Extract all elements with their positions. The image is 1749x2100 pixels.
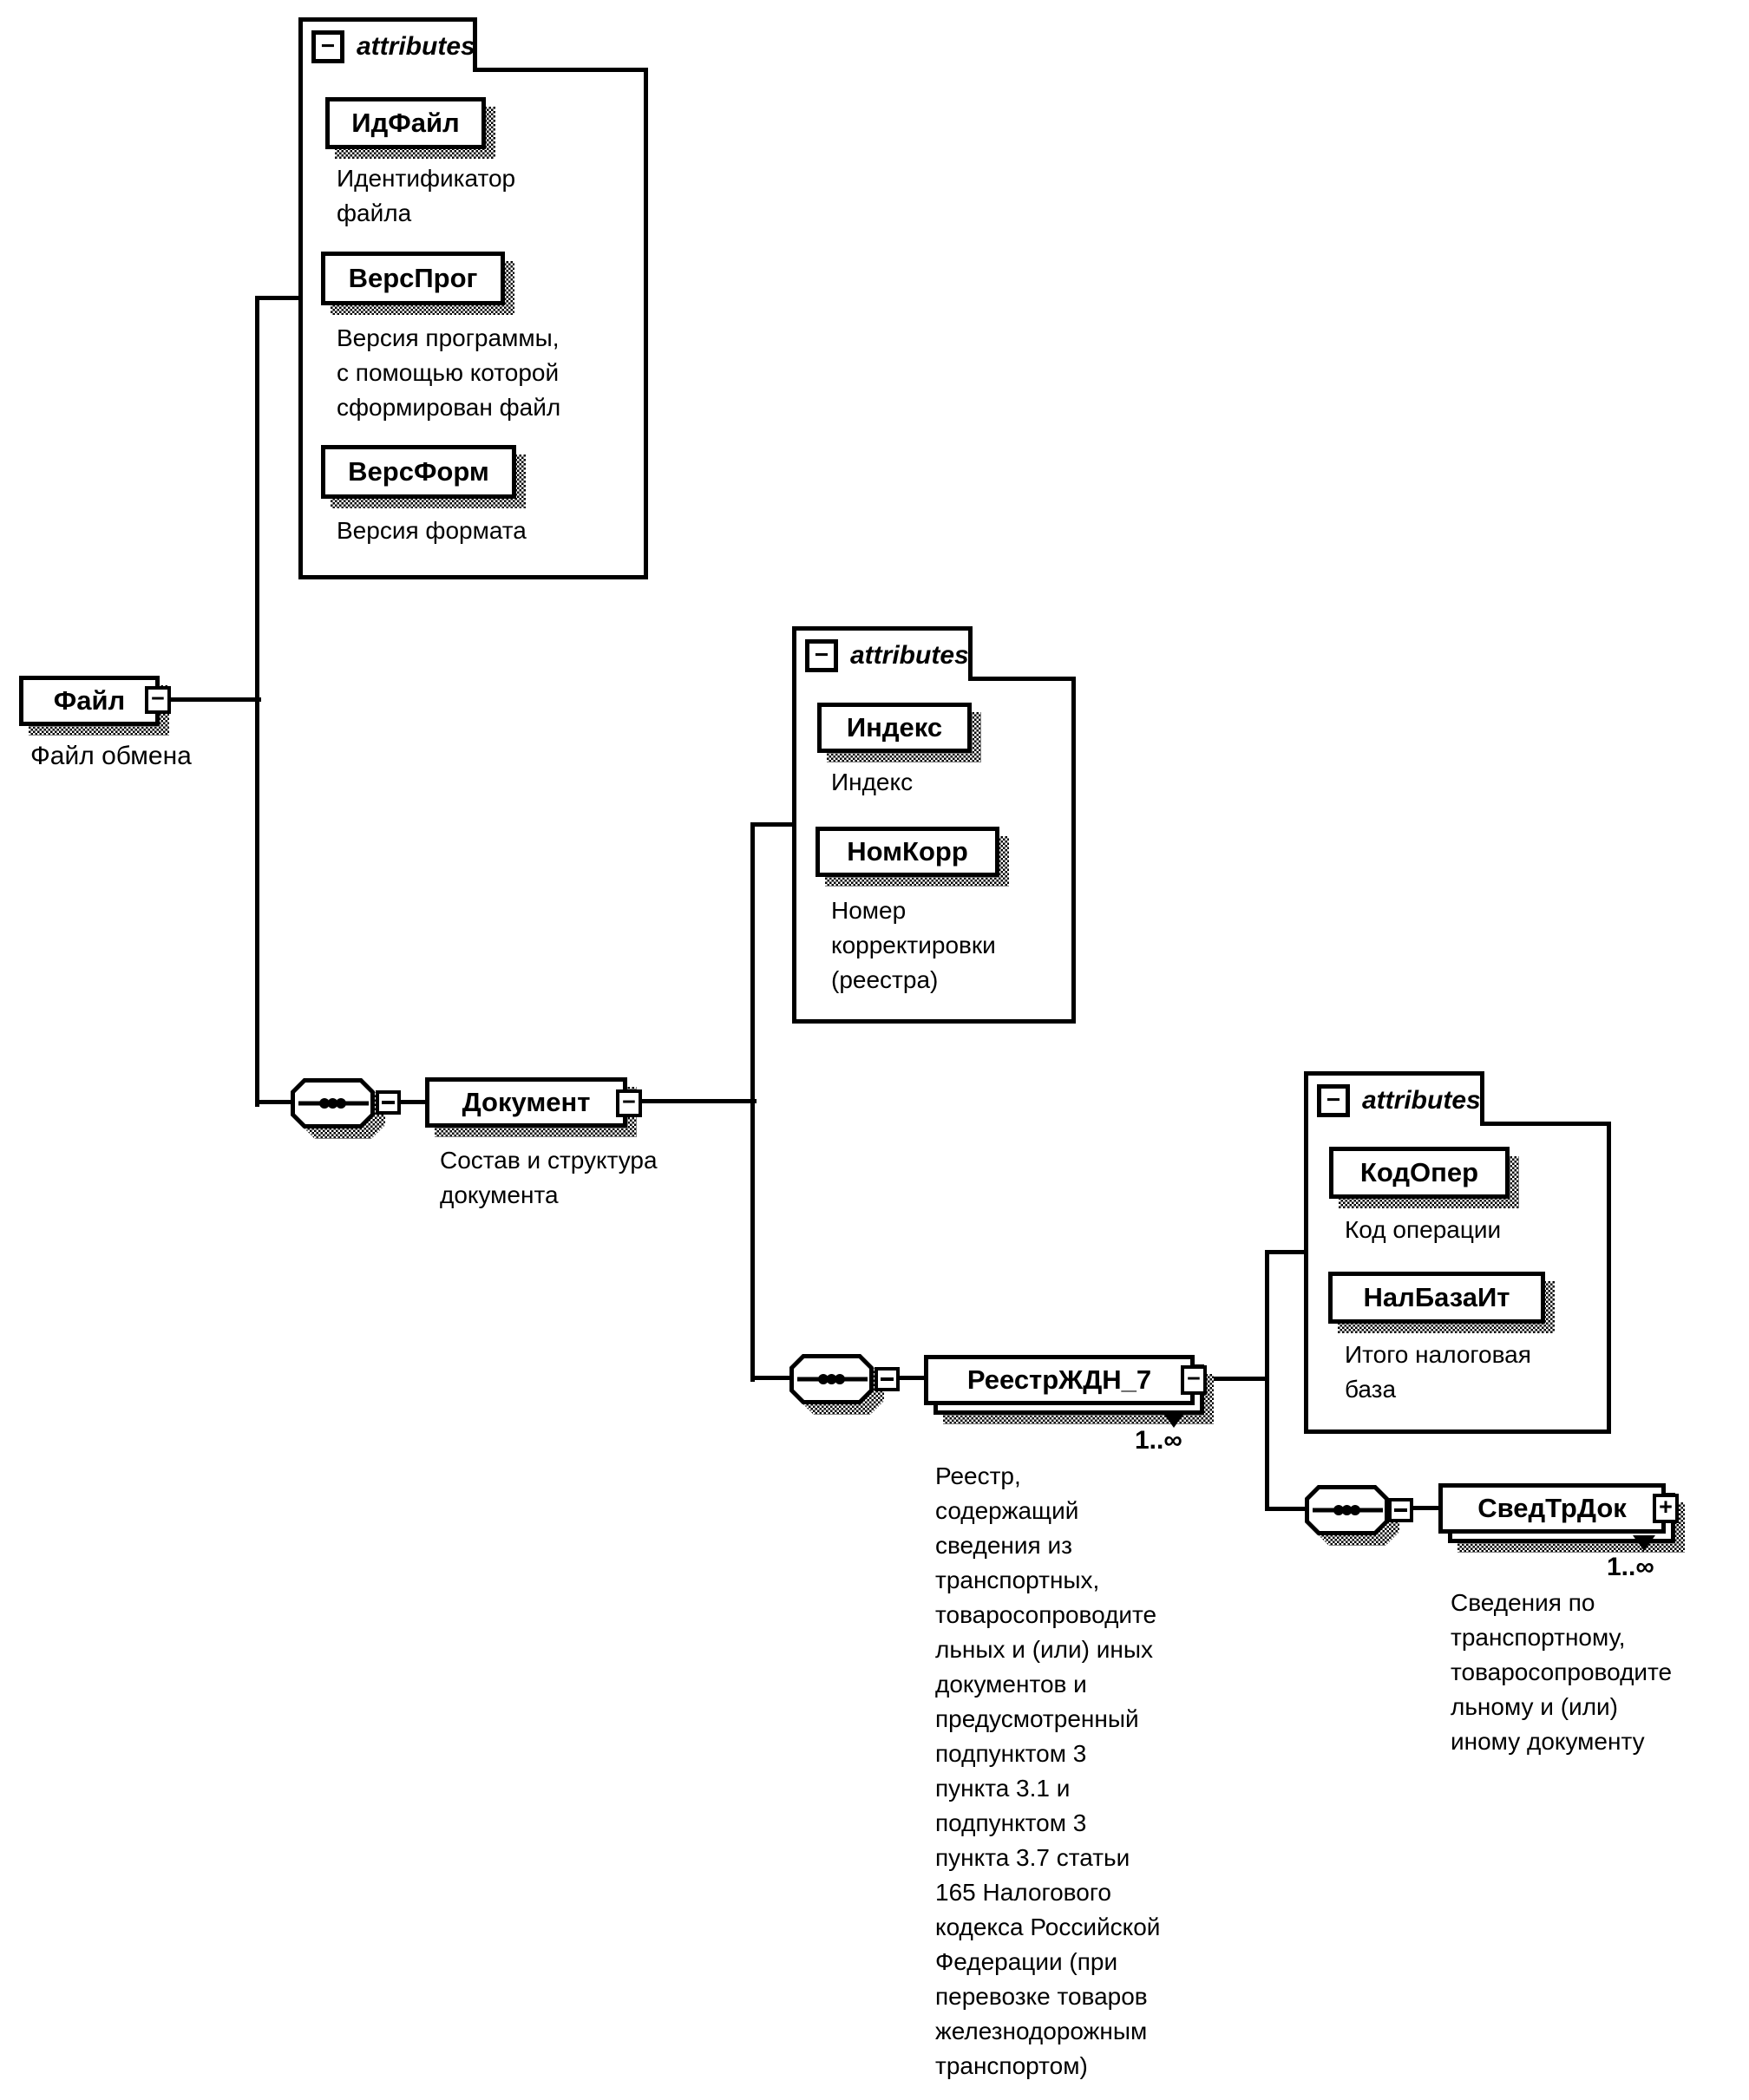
- attribute-nomkorr-annotation: Номер корректировки (реестра): [831, 897, 996, 993]
- attribute-kodoper-label: КодОпер: [1359, 1157, 1479, 1187]
- attribute-nomkorr[interactable]: НомКорр: [816, 827, 999, 877]
- element-registry-label: РеестрЖДН_7: [966, 1364, 1152, 1395]
- element-document[interactable]: Документ: [425, 1077, 627, 1128]
- element-file[interactable]: Файл: [19, 676, 160, 726]
- sequence-collapse-handle[interactable]: [376, 1090, 401, 1115]
- attribute-index-annotation: Индекс: [831, 769, 914, 795]
- collapse-toggle-icon[interactable]: −: [1317, 1084, 1350, 1117]
- connector-line: [170, 697, 261, 702]
- connector-line: [1265, 1507, 1307, 1511]
- connector-line: [898, 1376, 926, 1380]
- connector-line: [255, 296, 259, 1107]
- element-file-annotation: Файл обмена: [30, 742, 192, 770]
- registry-cardinality: 1..∞: [1135, 1426, 1182, 1455]
- connector-line: [1265, 1250, 1307, 1254]
- attributes-label: attributes: [850, 641, 969, 670]
- connector-line: [399, 1100, 427, 1104]
- attribute-idfile-label: ИдФайл: [351, 108, 460, 138]
- attribute-nomkorr-label: НомКорр: [847, 836, 968, 867]
- attribute-versform-label: ВерсФорм: [348, 456, 489, 487]
- sequence-icon[interactable]: [1305, 1485, 1389, 1535]
- collapse-toggle-icon[interactable]: −: [805, 639, 838, 672]
- transport-doc-cardinality: 1..∞: [1607, 1553, 1654, 1581]
- element-registry-annotation: Реестр, содержащий сведения из транспорт…: [935, 1462, 1161, 2079]
- attribute-versprog[interactable]: ВерсПрог: [321, 252, 505, 305]
- collapse-toggle-icon[interactable]: −: [616, 1089, 642, 1117]
- attribute-index[interactable]: Индекс: [817, 703, 972, 753]
- attributes-header-document[interactable]: − attributes: [792, 626, 973, 681]
- attribute-idfile[interactable]: ИдФайл: [325, 97, 486, 149]
- connector-line: [750, 1376, 791, 1380]
- element-document-annotation: Состав и структура документа: [440, 1147, 658, 1208]
- connector-line: [255, 1100, 294, 1104]
- connector-line: [641, 1099, 757, 1103]
- attribute-versprog-label: ВерсПрог: [348, 263, 478, 293]
- connector-line: [1207, 1377, 1268, 1381]
- element-transport-doc-annotation: Сведения по транспортному, товаросопрово…: [1451, 1589, 1673, 1755]
- connector-line: [750, 822, 755, 1382]
- occurs-arrow-icon: [1163, 1412, 1185, 1428]
- sequence-icon[interactable]: [789, 1354, 874, 1404]
- attribute-nalbazait[interactable]: НалБазаИт: [1328, 1272, 1545, 1324]
- attributes-header-file[interactable]: − attributes: [298, 17, 477, 72]
- collapse-toggle-icon[interactable]: −: [311, 30, 344, 63]
- attributes-header-registry[interactable]: − attributes: [1304, 1071, 1484, 1126]
- attribute-idfile-annotation: Идентификатор файла: [337, 165, 516, 226]
- sequence-collapse-handle[interactable]: [1388, 1498, 1413, 1522]
- collapse-toggle-icon[interactable]: −: [145, 686, 171, 714]
- element-registry[interactable]: РеестрЖДН_7: [924, 1355, 1195, 1405]
- attributes-label: attributes: [357, 32, 475, 61]
- connector-line: [255, 296, 303, 300]
- attribute-versform-annotation: Версия формата: [337, 517, 527, 544]
- attributes-label: attributes: [1362, 1086, 1481, 1115]
- sequence-icon[interactable]: [291, 1078, 375, 1129]
- attribute-versprog-annotation: Версия программы, с помощью которой сфор…: [337, 324, 561, 421]
- attribute-kodoper[interactable]: КодОпер: [1329, 1147, 1510, 1199]
- connector-line: [1412, 1506, 1440, 1510]
- attribute-nalbazait-annotation: Итого налоговая база: [1345, 1341, 1531, 1403]
- element-transport-doc-label: СведТрДок: [1477, 1493, 1627, 1523]
- element-transport-doc[interactable]: СведТрДок: [1438, 1483, 1666, 1534]
- attribute-nalbazait-label: НалБазаИт: [1363, 1282, 1510, 1312]
- element-file-label: Файл: [53, 685, 126, 716]
- connector-line: [750, 822, 794, 827]
- attribute-kodoper-annotation: Код операции: [1345, 1216, 1502, 1243]
- attribute-index-label: Индекс: [846, 712, 943, 743]
- sequence-collapse-handle[interactable]: [874, 1367, 900, 1391]
- expand-toggle-icon[interactable]: +: [1653, 1494, 1679, 1523]
- collapse-toggle-icon[interactable]: −: [1181, 1365, 1207, 1395]
- element-document-label: Документ: [462, 1087, 591, 1117]
- occurs-arrow-icon: [1633, 1535, 1655, 1551]
- connector-line: [1265, 1250, 1269, 1511]
- attribute-versform[interactable]: ВерсФорм: [321, 445, 516, 499]
